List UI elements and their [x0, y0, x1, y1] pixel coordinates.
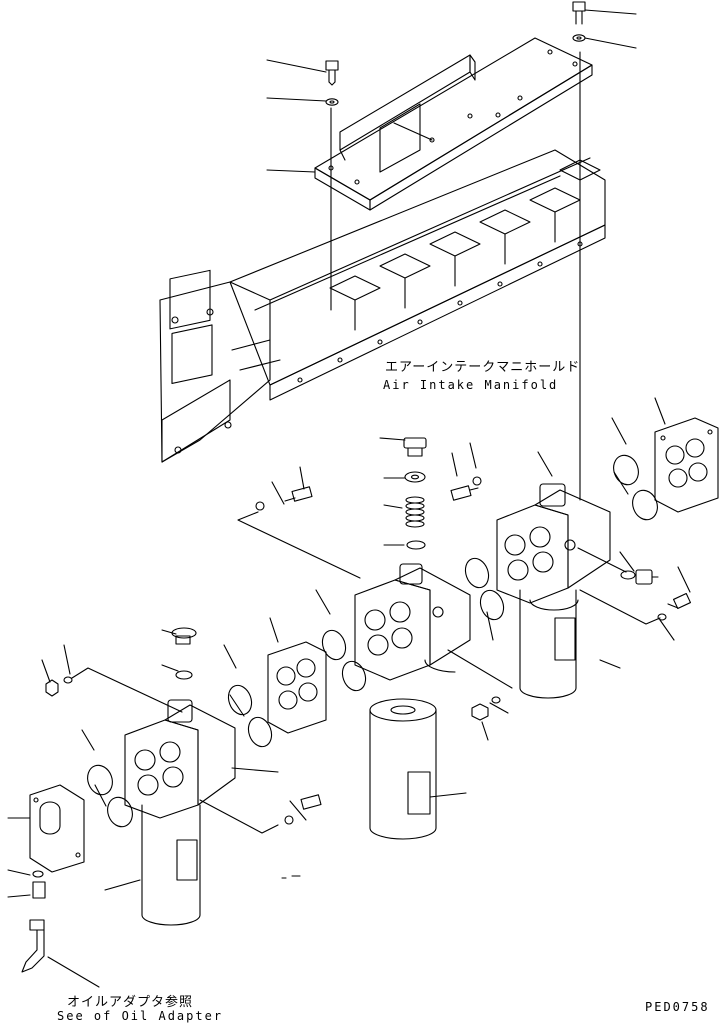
spring: [405, 496, 425, 528]
filter-head-center: [354, 563, 471, 681]
plug-left: [171, 627, 197, 645]
gasket-left-1: [87, 764, 113, 796]
filter-head-right: [496, 483, 611, 611]
gasket-center-3: [321, 629, 347, 661]
cover-plate-left: [29, 784, 85, 873]
manifold-label-jp: エアーインテークマニホールド: [385, 360, 581, 375]
washer-center: [255, 501, 265, 511]
gasket-center-1: [464, 557, 490, 589]
drawing-code: PED0758: [645, 1000, 710, 1014]
gasket-right-2: [632, 489, 658, 521]
nut-left: [45, 679, 59, 697]
stack-disc: [406, 540, 426, 550]
oring-right: [620, 570, 636, 580]
filter-cartridge-right: [519, 589, 577, 699]
gasket-left-2: [107, 796, 133, 828]
bolt-right-top: [450, 485, 479, 501]
filter-head-left: [124, 699, 236, 819]
washer-top-right: [572, 34, 586, 42]
plug-right: [635, 569, 659, 585]
bolt-center: [284, 486, 313, 502]
oil-adapter-fitting: [21, 881, 46, 973]
bracket: [314, 37, 593, 211]
gasket-center-2: [479, 589, 505, 621]
plug: [403, 437, 427, 457]
nut-center: [471, 703, 489, 721]
filter-cartridge: [369, 698, 437, 840]
leader-lines: [7, 9, 691, 988]
bolt-top-right: [572, 1, 586, 25]
gasket-right-1: [613, 454, 639, 486]
bolt-right-lower: [667, 592, 692, 610]
washer-left: [63, 676, 73, 684]
gasket-mid-1: [227, 684, 253, 716]
oil-adapter-label-en: See of Oil Adapter: [57, 1009, 224, 1023]
cover-plate-right: [654, 417, 719, 513]
manifold-label-en: Air Intake Manifold: [383, 378, 559, 392]
cover-plate-middle: [267, 641, 327, 734]
oil-adapter-label-jp: オイルアダプタ参照: [67, 995, 194, 1010]
washer-right-lower: [657, 613, 667, 621]
gasket-center-4: [341, 660, 367, 692]
washer-right-top: [472, 476, 482, 486]
washer-top-left: [325, 98, 339, 106]
washer-nut-center: [491, 696, 501, 704]
oring-left: [175, 670, 193, 680]
washer-left-lower: [284, 815, 294, 825]
bolt-left-lower: [300, 794, 322, 810]
stack-washer-hole: [410, 474, 420, 480]
washer-adapter: [32, 870, 44, 878]
gasket-mid-2: [247, 716, 273, 748]
filter-cartridge-left: [141, 804, 201, 926]
stack-washer: [404, 471, 426, 483]
air-intake-manifold: [159, 149, 606, 463]
bolt-top-left: [325, 60, 339, 86]
